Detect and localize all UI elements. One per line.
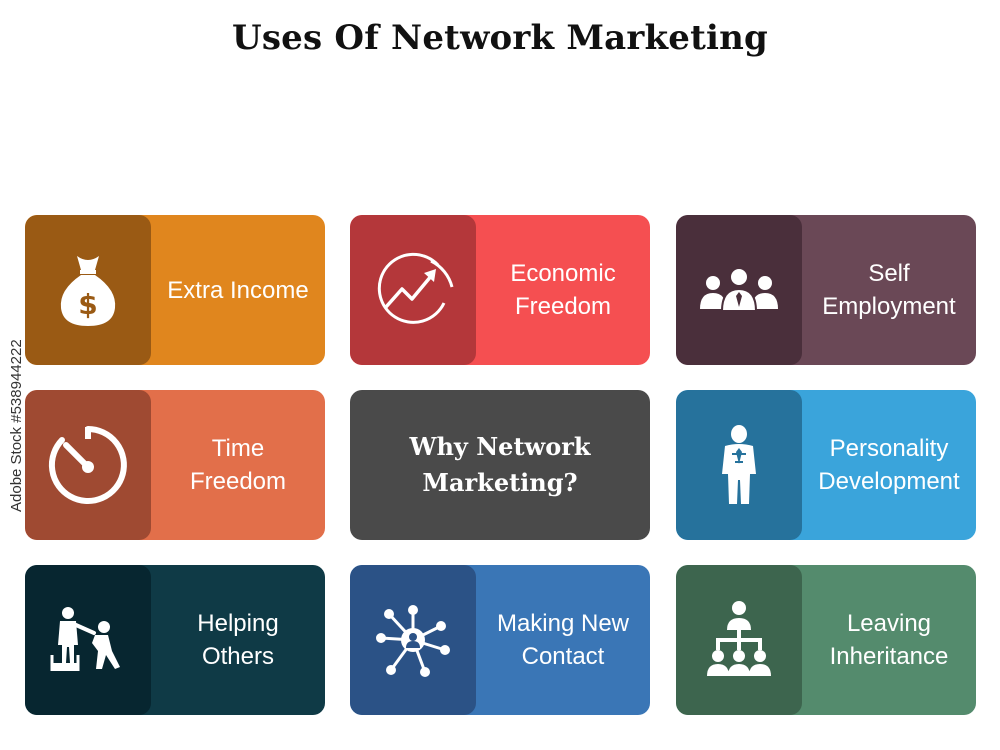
page-title: Uses Of Network Marketing [231,18,769,58]
card-icon-box [25,390,151,540]
person-icon [722,425,756,504]
card-icon-box [25,565,151,715]
card-extra-income: $ Extra Income [25,215,325,365]
card-helping-others: Helping Others [25,565,325,715]
card-economic-freedom: Economic Freedom [350,215,650,365]
card-icon-box: $ [25,215,151,365]
card-making-new-contact: Making New Contact [350,565,650,715]
center-card-why-network-marketing: Why Network Marketing? [350,390,650,540]
card-personality-development: Personality Development [676,390,976,540]
card-self-employment: Self Employment [676,215,976,365]
card-label: Economic Freedom [510,260,616,320]
card-label: Helping Others [197,610,279,670]
timer-icon [48,426,127,504]
card-icon-box [676,565,802,715]
card-label: Self Employment [822,260,956,320]
card-label: Personality Development [818,435,960,495]
card-icon-box [350,215,476,365]
helping-hand-icon [50,607,120,671]
svg-text:$: $ [78,288,97,321]
card-icon-box [676,215,802,365]
network-icon [376,605,450,677]
hierarchy-icon [707,601,771,676]
stock-id-stamp: Adobe Stock #538944222 [8,339,25,512]
stock-brand: Adobe Stock [8,426,25,512]
card-icon-box [350,565,476,715]
card-leaving-inheritance: Leaving Inheritance [676,565,976,715]
card-time-freedom: Time Freedom [25,390,325,540]
stock-id: #538944222 [8,339,25,423]
card-label: Making New Contact [496,610,630,670]
team-icon [700,267,778,312]
money-bag-icon: $ [60,256,116,326]
card-icon-box [676,390,802,540]
card-label: Time Freedom [189,435,287,495]
card-label: Leaving Inheritance [829,610,949,670]
growth-arrow-icon [377,252,454,324]
card-label: Extra Income [167,276,309,304]
